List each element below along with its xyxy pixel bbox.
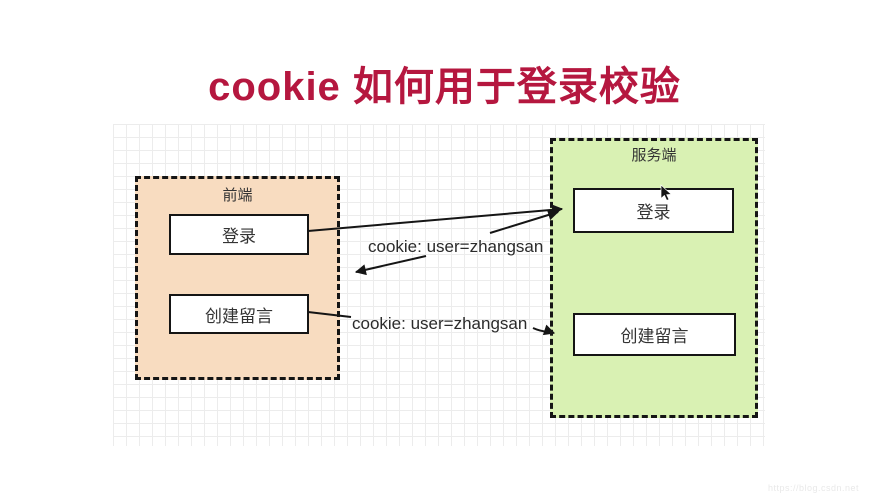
frontend-login-node: 登录 xyxy=(169,214,309,255)
frontend-create-message-label: 创建留言 xyxy=(205,306,273,326)
frontend-group-box: 前端 登录 创建留言 xyxy=(135,176,340,380)
cookie-label-bottom: cookie: user=zhangsan xyxy=(352,314,528,333)
frontend-group-label: 前端 xyxy=(222,187,253,204)
server-create-message-node: 创建留言 xyxy=(573,313,736,356)
server-login-node: 登录 xyxy=(573,188,734,233)
server-group-box: 服务端 登录 创建留言 xyxy=(550,138,758,418)
server-create-message-label: 创建留言 xyxy=(620,327,689,346)
frontend-create-message-node: 创建留言 xyxy=(169,294,309,334)
server-group-label: 服务端 xyxy=(631,147,677,164)
watermark: https://blog.csdn.net xyxy=(768,483,860,493)
page-title: cookie 如何用于登录校验 xyxy=(208,65,681,109)
cookie-label-top: cookie: user=zhangsan xyxy=(368,237,544,256)
server-login-label: 登录 xyxy=(636,203,671,222)
frontend-login-label: 登录 xyxy=(222,227,256,246)
